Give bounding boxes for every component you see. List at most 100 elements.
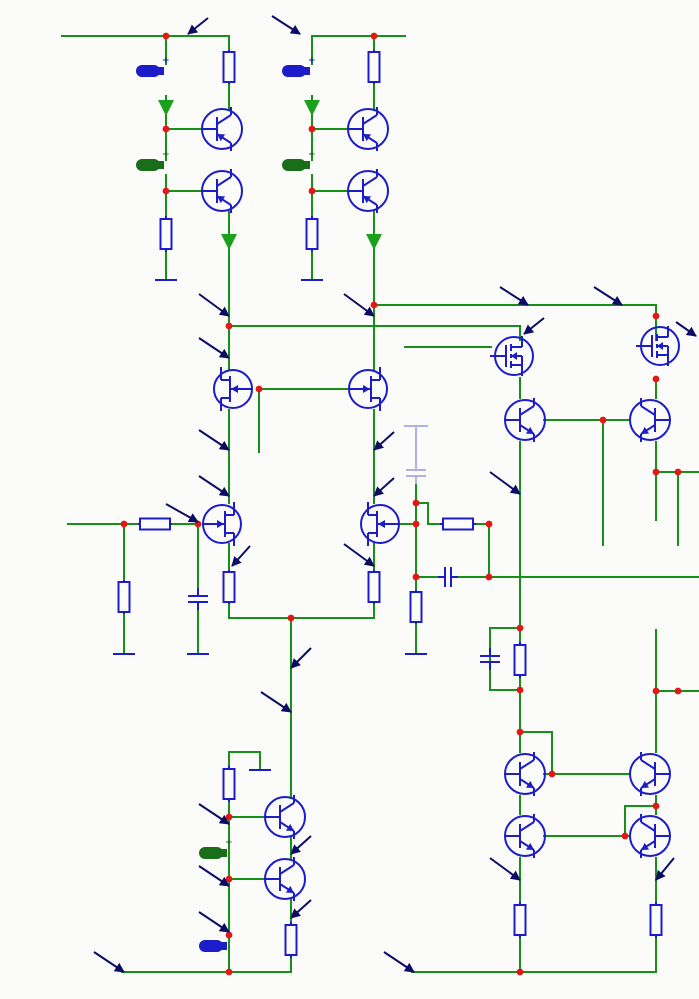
junction-dot (516, 728, 524, 736)
resistor-icon (513, 642, 527, 678)
probe-arrow-icon (343, 293, 375, 317)
probe-arrow-icon (290, 899, 312, 919)
battery-icon: + (136, 56, 170, 77)
resistor-icon (367, 570, 381, 604)
probe-arrow-icon (523, 317, 545, 335)
current-arrow-icon (221, 234, 237, 250)
junction-dot (652, 468, 660, 476)
wire (228, 601, 375, 619)
pnp-transistor-icon (201, 107, 243, 151)
resistor-icon (440, 517, 476, 531)
pnp-transistor-icon (201, 169, 243, 213)
junction-dot (225, 968, 233, 976)
npn-transistor-icon (264, 857, 306, 901)
battery-icon: + (282, 150, 316, 171)
junction-dot (255, 385, 263, 393)
npn-transistor-icon (264, 795, 306, 839)
resistor-icon (513, 902, 527, 938)
probe-arrow-icon (290, 835, 312, 855)
junction-dot (225, 931, 233, 939)
wire (519, 731, 553, 775)
npn-transistor-icon (504, 398, 546, 442)
junction-dot (652, 687, 660, 695)
jfet-icon (360, 502, 400, 546)
capacitor-icon (188, 588, 208, 610)
probe-arrow-icon (373, 477, 395, 497)
probe-arrow-icon (499, 286, 529, 306)
junction-dot (548, 770, 556, 778)
junction-dot (516, 968, 524, 976)
probe-arrow-icon (675, 321, 697, 337)
resistor-icon (367, 50, 381, 84)
junction-dot (652, 375, 660, 383)
capacitor-icon (438, 567, 458, 587)
junction-dot (225, 322, 233, 330)
junction-dot (412, 499, 420, 507)
probe-arrow-icon (383, 951, 415, 973)
jfet-icon (202, 502, 242, 546)
probe-arrow-icon (198, 429, 230, 451)
current-arrow-icon (304, 100, 320, 116)
junction-dot (412, 573, 420, 581)
npn-transistor-icon (504, 752, 546, 796)
probe-arrow-icon (271, 15, 301, 35)
capacitor-icon (404, 425, 428, 484)
npn-transistor-icon (629, 398, 671, 442)
probe-arrow-icon (260, 691, 292, 713)
probe-arrow-icon (343, 543, 375, 567)
wire (396, 502, 443, 525)
resistor-icon (222, 570, 236, 604)
probe-arrow-icon (489, 857, 521, 881)
junction-dot (621, 832, 629, 840)
svg-text:+: + (225, 838, 233, 848)
probe-arrow-icon (373, 431, 395, 451)
resistor-icon (649, 902, 663, 938)
probe-arrow-icon (198, 803, 230, 825)
junction-dot (225, 813, 233, 821)
resistor-icon (159, 216, 173, 252)
junction-dot (516, 686, 524, 694)
probe-arrow-icon (198, 865, 230, 887)
junction-dot (308, 187, 316, 195)
resistor-icon (305, 216, 319, 252)
npn-transistor-icon (629, 814, 671, 858)
wire (473, 523, 490, 578)
junction-dot (162, 125, 170, 133)
npn-transistor-icon (629, 752, 671, 796)
mosfet-icon (636, 326, 680, 366)
junction-dot (162, 32, 170, 40)
svg-text:+: + (162, 150, 170, 160)
probe-arrow-icon (489, 471, 521, 495)
pnp-transistor-icon (347, 169, 389, 213)
jfet-icon (213, 367, 253, 411)
resistor-icon (222, 766, 236, 802)
junction-dot (287, 614, 295, 622)
probe-arrow-icon (655, 857, 675, 881)
junction-dot (674, 687, 682, 695)
junction-dot (516, 624, 524, 632)
jfet-icon (348, 367, 388, 411)
junction-dot (308, 125, 316, 133)
wire (61, 35, 230, 53)
mosfet-icon (490, 336, 534, 376)
probes (93, 15, 697, 973)
junction-dot (370, 301, 378, 309)
capacitor-icon (480, 648, 500, 670)
wire (228, 751, 261, 771)
junction-dot (485, 520, 493, 528)
probe-arrow-icon (290, 647, 312, 669)
probe-arrow-icon (198, 337, 230, 359)
battery-icon: + (199, 838, 233, 859)
probe-arrow-icon (231, 545, 251, 567)
battery-icon: + (136, 150, 170, 171)
current-arrow-icon (366, 234, 382, 250)
resistor-icon (117, 580, 131, 614)
junctions (120, 32, 682, 976)
wire (489, 627, 521, 691)
junction-dot (412, 520, 420, 528)
npn-transistor-icon (504, 814, 546, 858)
probe-arrow-icon (198, 911, 230, 933)
battery-icon: + (282, 56, 316, 77)
resistor-icon (284, 922, 298, 958)
